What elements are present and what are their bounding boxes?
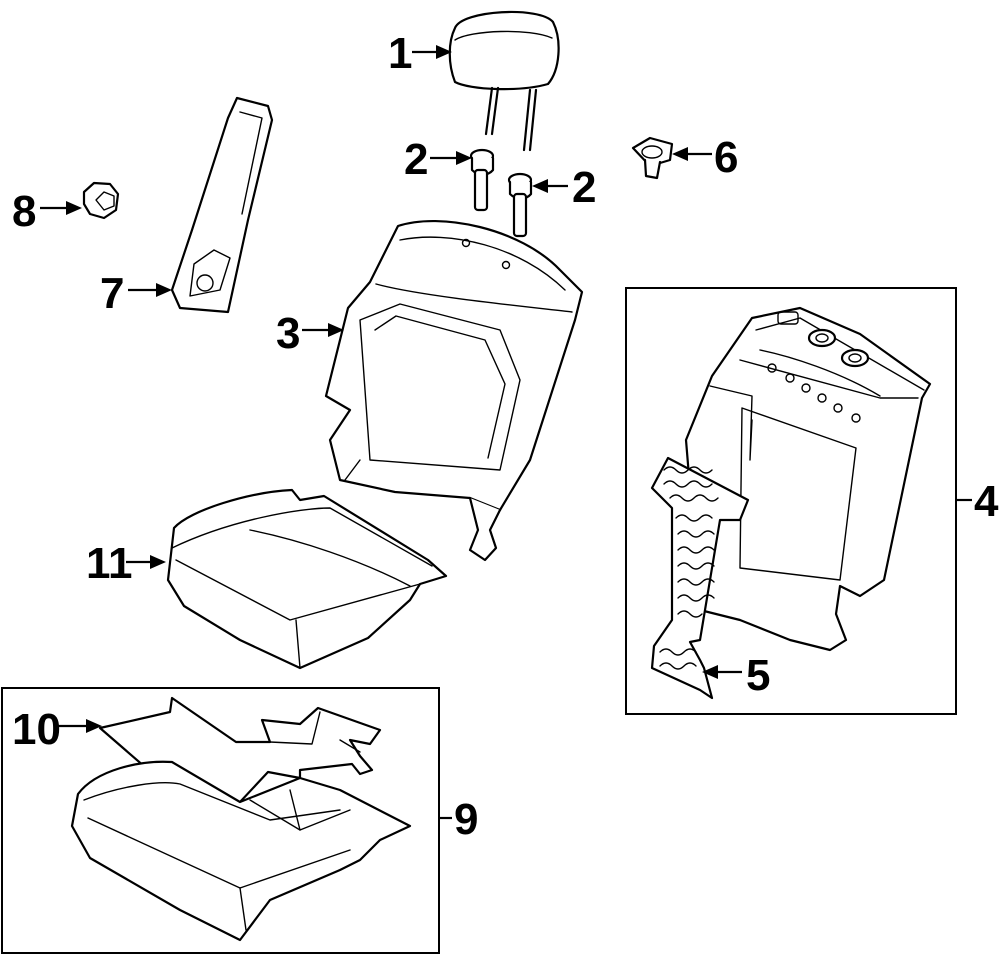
part-headrest-guide-left xyxy=(469,148,495,212)
part-headrest-guide-right xyxy=(507,172,533,238)
callout-11: 11 xyxy=(86,539,133,588)
leader-6 xyxy=(672,147,712,161)
part-seat-cushion xyxy=(166,488,448,670)
callout-8: 8 xyxy=(12,187,36,236)
callout-4: 4 xyxy=(974,477,999,526)
callout-9: 9 xyxy=(454,795,478,844)
leader-1 xyxy=(412,45,452,59)
part-nut xyxy=(82,181,120,220)
callout-10: 10 xyxy=(12,705,61,754)
part-seat-back xyxy=(324,219,584,562)
leader-10 xyxy=(58,719,102,733)
callout-1: 1 xyxy=(388,29,412,78)
part-lumbar-mat xyxy=(650,456,750,700)
frame-cushion-group xyxy=(1,687,440,954)
callout-3: 3 xyxy=(276,309,300,358)
part-seat-back-frame xyxy=(684,306,932,652)
leader-2b xyxy=(532,179,568,193)
callout-2b: 2 xyxy=(572,163,596,212)
leader-2a xyxy=(430,151,472,165)
part-side-trim xyxy=(170,96,274,314)
callout-7: 7 xyxy=(100,269,124,318)
leader-8 xyxy=(40,201,82,215)
part-escutcheon xyxy=(631,136,674,180)
leader-5 xyxy=(702,665,742,679)
callout-6: 6 xyxy=(714,133,738,182)
leader-3 xyxy=(302,323,344,337)
leader-7 xyxy=(128,283,172,297)
leader-11 xyxy=(126,555,166,569)
part-headrest xyxy=(448,10,560,152)
callout-2a: 2 xyxy=(404,135,428,184)
callout-5: 5 xyxy=(746,651,770,700)
part-cushion-pad xyxy=(70,760,412,942)
